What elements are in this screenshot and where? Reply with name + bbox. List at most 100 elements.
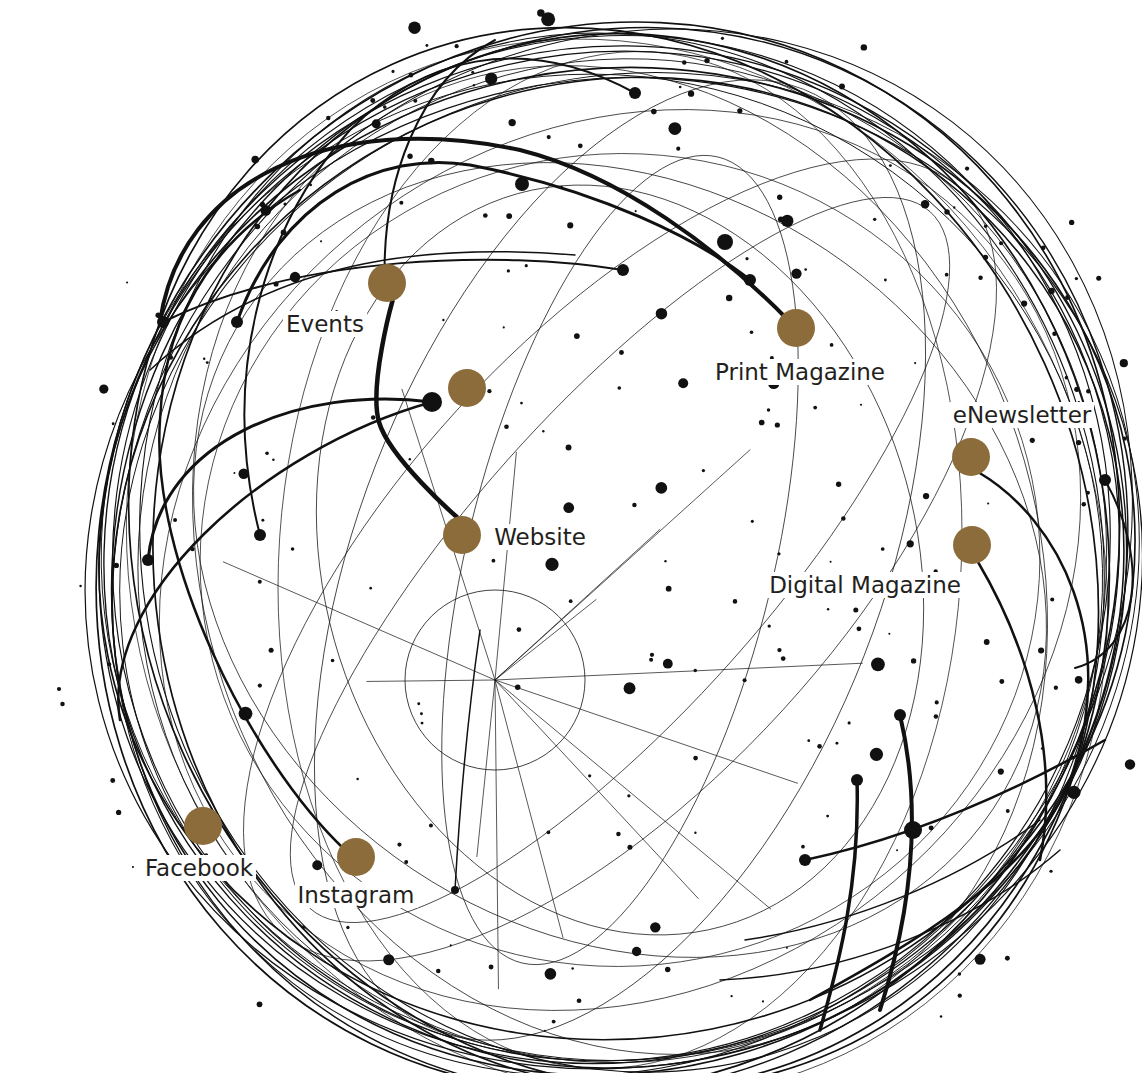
dot bbox=[668, 122, 681, 135]
dot bbox=[114, 563, 119, 568]
dot bbox=[258, 683, 262, 687]
dot bbox=[507, 269, 510, 272]
dot bbox=[397, 842, 401, 846]
dot bbox=[777, 648, 781, 652]
dot bbox=[471, 71, 474, 74]
dot bbox=[799, 854, 811, 866]
dot bbox=[944, 209, 949, 214]
arc bbox=[163, 260, 623, 322]
dot bbox=[984, 639, 990, 645]
ray bbox=[495, 680, 563, 938]
dot bbox=[730, 995, 732, 997]
meridian-arc bbox=[192, 0, 1048, 1073]
ray bbox=[495, 680, 798, 783]
dot bbox=[504, 424, 509, 429]
dot bbox=[914, 362, 916, 364]
dot bbox=[781, 215, 793, 227]
dot bbox=[1065, 295, 1070, 300]
dot bbox=[422, 392, 442, 412]
ray bbox=[495, 529, 660, 680]
dot bbox=[1096, 276, 1101, 281]
arc bbox=[148, 399, 432, 560]
dot bbox=[320, 240, 322, 242]
dot bbox=[251, 156, 259, 164]
dot bbox=[804, 268, 807, 271]
dot bbox=[649, 658, 653, 662]
dot bbox=[664, 560, 666, 562]
dot bbox=[791, 268, 801, 278]
dot bbox=[945, 273, 949, 277]
dot bbox=[566, 445, 572, 451]
dot bbox=[721, 37, 724, 40]
dot bbox=[371, 415, 375, 419]
unlabelled-marker bbox=[448, 369, 486, 407]
dot bbox=[577, 998, 582, 1003]
dot bbox=[717, 234, 733, 250]
dot bbox=[839, 84, 845, 90]
dot bbox=[1041, 245, 1046, 250]
dot bbox=[744, 274, 756, 286]
dot bbox=[1074, 387, 1079, 392]
dot bbox=[781, 656, 786, 661]
dot bbox=[655, 482, 667, 494]
dot bbox=[627, 845, 632, 850]
channel-node: Print Magazine bbox=[777, 309, 815, 347]
dot bbox=[881, 547, 885, 551]
ray bbox=[495, 663, 863, 680]
thick-arcs bbox=[118, 40, 1132, 1030]
dot bbox=[206, 361, 209, 364]
dot bbox=[632, 503, 636, 507]
dot bbox=[889, 164, 892, 167]
dot bbox=[750, 330, 754, 334]
ray bbox=[366, 680, 495, 681]
dot bbox=[693, 756, 698, 761]
dot bbox=[506, 213, 512, 219]
meridian-arc bbox=[232, 114, 1009, 1007]
dot bbox=[547, 830, 551, 834]
arc bbox=[820, 780, 857, 1030]
dot bbox=[923, 493, 929, 499]
dot bbox=[1120, 359, 1128, 367]
channel-marker bbox=[443, 516, 481, 554]
dot bbox=[254, 529, 266, 541]
dot bbox=[1030, 438, 1035, 443]
dot bbox=[1082, 502, 1087, 507]
dot bbox=[726, 295, 732, 301]
dot bbox=[767, 408, 770, 411]
dot bbox=[547, 135, 551, 139]
dot bbox=[807, 739, 810, 742]
dot bbox=[635, 210, 637, 212]
dot bbox=[1123, 437, 1127, 441]
channel-marker bbox=[952, 438, 990, 476]
arc bbox=[880, 715, 912, 1010]
dot bbox=[283, 202, 286, 205]
dot bbox=[860, 404, 862, 406]
dot bbox=[487, 389, 491, 393]
dot bbox=[999, 679, 1004, 684]
meridian-arc bbox=[53, 0, 1142, 1073]
dot bbox=[1069, 220, 1074, 225]
dot bbox=[1075, 676, 1083, 684]
dot bbox=[656, 308, 667, 319]
dot bbox=[894, 709, 906, 721]
dot bbox=[983, 255, 988, 260]
dot bbox=[436, 969, 441, 974]
arc bbox=[745, 820, 1040, 940]
arc bbox=[978, 562, 1046, 860]
dot bbox=[473, 84, 475, 86]
dot bbox=[1006, 809, 1010, 813]
dot bbox=[265, 451, 269, 455]
dot bbox=[650, 653, 654, 657]
channel-node: eNewsletter bbox=[952, 438, 990, 476]
connector-arc bbox=[376, 301, 456, 517]
dot bbox=[203, 357, 205, 359]
dot bbox=[785, 60, 789, 64]
ray bbox=[495, 452, 516, 680]
dot bbox=[888, 633, 890, 635]
